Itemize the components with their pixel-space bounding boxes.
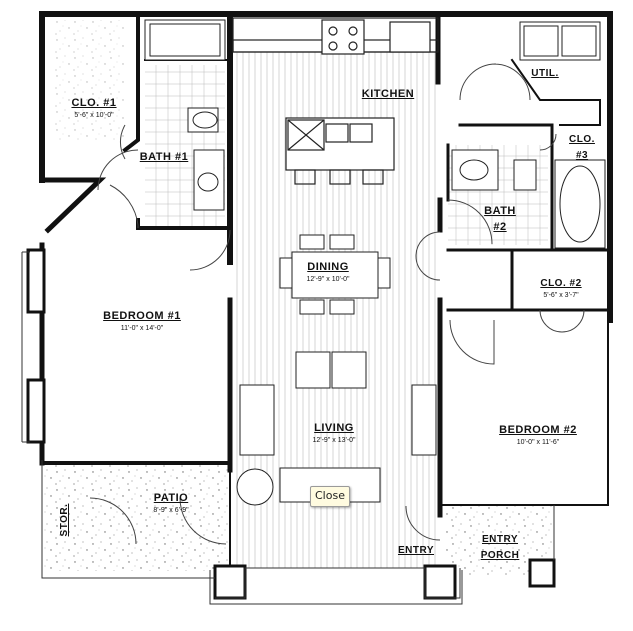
bath1-fixtures (144, 19, 226, 211)
room-label-entry: ENTRY (398, 541, 434, 557)
room-name: BATH #2 (484, 205, 516, 233)
room-name: KITCHEN (361, 88, 415, 100)
room-name: STOR. (59, 503, 70, 537)
room-label-dining: DINING 12'-9" x 10'-0" (306, 258, 350, 284)
room-name: BEDROOM #2 (499, 424, 577, 436)
room-dims: 11'-0" x 14'-0" (120, 325, 164, 332)
room-dims: 5'-6" x 10'-0" (74, 112, 114, 119)
room-name: BEDROOM #1 (103, 310, 181, 322)
room-name: ENTRY (397, 545, 435, 556)
room-name: DINING (307, 261, 349, 273)
room-dims: 5'-6" x 3'-7" (543, 292, 579, 299)
doors (89, 63, 585, 545)
room-label-bedroom2: BEDROOM #2 10'-0" x 11'-6" (499, 421, 577, 447)
room-label-clo2: CLO. #2 5'-6" x 3'-7" (540, 274, 582, 300)
room-label-util: UTIL. (531, 64, 559, 80)
room-label-clo1: CLO. #1 5'-6" x 10'-0" (71, 94, 117, 120)
room-name: ENTRY PORCH (480, 534, 520, 561)
room-dims: 12'-9" x 10'-0" (306, 276, 350, 283)
close-button[interactable]: Close (310, 486, 350, 507)
room-label-clo3: CLO. #3 (567, 130, 597, 162)
bath2-fixtures (451, 21, 606, 249)
room-name: CLO. #3 (569, 134, 595, 161)
room-name: CLO. #2 (540, 278, 582, 289)
room-label-bedroom1: BEDROOM #1 11'-0" x 14'-0" (103, 307, 181, 333)
room-dims: 10'-0" x 11'-6" (516, 439, 560, 446)
kitchen-fixtures (232, 17, 439, 185)
room-dims: 12'-9" x 13'-0" (312, 437, 356, 444)
room-name: LIVING (314, 422, 354, 434)
room-dims: 8'-9" x 6'-9" (153, 507, 189, 514)
room-label-bath2: BATH #2 (480, 202, 520, 234)
room-label-entry-porch: ENTRY PORCH (472, 530, 528, 562)
clo1-floor (55, 20, 125, 140)
room-name: BATH #1 (139, 151, 189, 163)
room-name: UTIL. (531, 68, 559, 79)
room-label-stor: STOR. (55, 504, 71, 537)
room-name: CLO. #1 (71, 97, 117, 109)
room-label-bath1: BATH #1 (140, 148, 189, 164)
dining-furniture (279, 234, 391, 315)
room-name: PATIO (153, 492, 189, 504)
room-label-kitchen: KITCHEN (362, 85, 414, 101)
living-furniture (236, 351, 437, 506)
room-label-patio: PATIO 8'-9" x 6'-9" (153, 489, 189, 515)
room-label-living: LIVING 12'-9" x 13'-0" (312, 419, 356, 445)
patio-floor (42, 463, 230, 571)
